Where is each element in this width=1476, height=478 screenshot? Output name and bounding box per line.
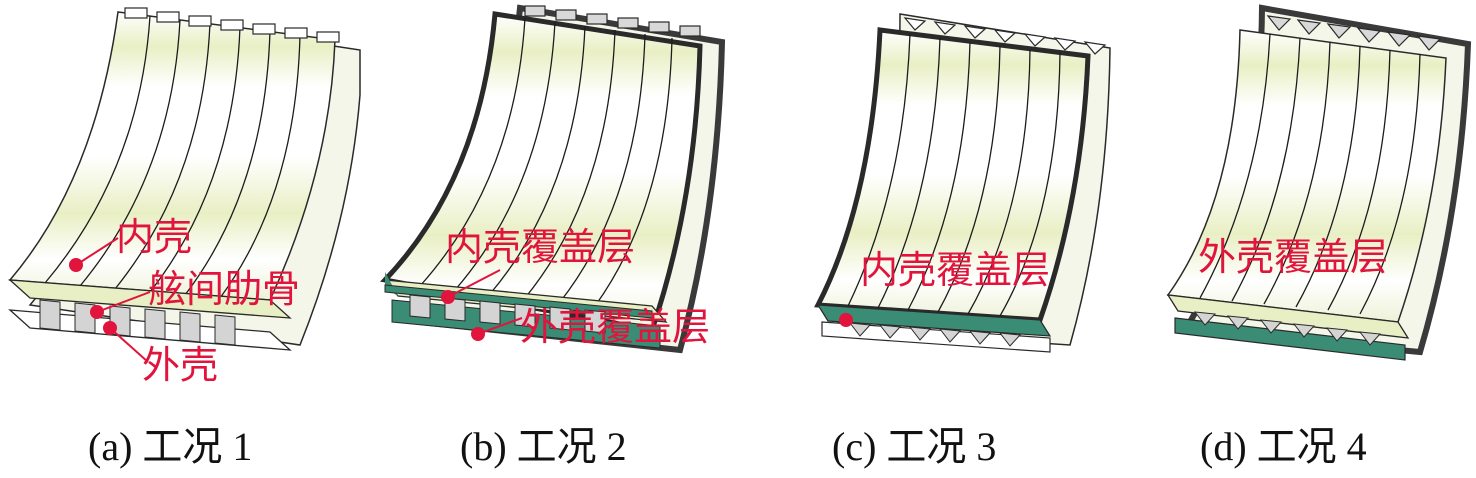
panel-a: 内壳 舷间肋骨 外壳 (a) 工况 1 — [8, 7, 361, 469]
caption-a: (a) 工况 1 — [88, 424, 252, 469]
frame-lines-b — [419, 17, 673, 307]
marker-inner-coating-c — [839, 313, 853, 327]
label-inner-coating-b: 内壳覆盖层 — [445, 225, 635, 269]
marker-outer-shell-a — [103, 321, 149, 363]
inner-shell-b — [380, 11, 703, 333]
top-frames-a — [124, 7, 340, 43]
bottom-frames-c — [848, 322, 1022, 347]
marker-inner-shell-a — [69, 237, 119, 272]
frame-lines-d — [1199, 33, 1421, 315]
panel-b: 内壳覆盖层 外壳覆盖层 (b) 工况 2 — [380, 4, 726, 469]
caption-d: (d) 工况 4 — [1200, 424, 1367, 469]
panel-c: 内壳覆盖层 (c) 工况 3 — [814, 13, 1111, 469]
marker-inner-coating-b — [441, 269, 501, 304]
label-outer-coating-d: 外壳覆盖层 — [1198, 235, 1388, 279]
panel-d: 外壳覆盖层 (d) 工况 4 — [1166, 4, 1472, 469]
frame-lines-c — [847, 33, 1061, 317]
marker-outer-coating-b — [471, 317, 523, 341]
label-outer-coating-b: 外壳覆盖层 — [520, 305, 710, 349]
top-frames-d — [1266, 15, 1442, 51]
label-outer-shell-a: 外壳 — [142, 343, 218, 387]
label-inner-shell-a: 内壳 — [116, 215, 192, 259]
frame-lines-a — [44, 15, 301, 299]
caption-c: (c) 工况 3 — [832, 424, 996, 469]
label-frame-a: 舷间肋骨 — [148, 267, 300, 311]
top-frames-c — [903, 17, 1107, 55]
label-inner-coating-c: 内壳覆盖层 — [860, 248, 1050, 292]
marker-frame-a — [90, 291, 151, 319]
caption-b: (b) 工况 2 — [460, 424, 627, 469]
bottom-frames-b — [409, 294, 606, 334]
bottom-frames-d — [1193, 311, 1382, 346]
top-frames-b — [524, 5, 701, 37]
